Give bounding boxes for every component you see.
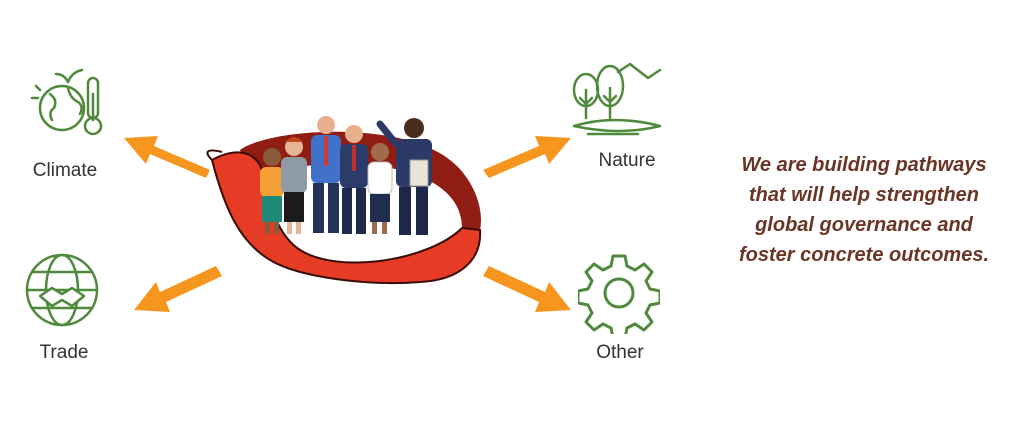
people-ribbon-illustration xyxy=(206,116,482,285)
nature-label: Nature xyxy=(598,150,656,171)
climate-icon xyxy=(30,68,103,136)
trade-icon xyxy=(25,253,99,327)
gear-icon xyxy=(578,254,660,334)
arrow-to-other xyxy=(483,266,571,312)
other-label: Other xyxy=(596,342,644,363)
tagline-line-4: foster concrete outcomes. xyxy=(738,244,990,266)
tagline: We are building pathways that will help … xyxy=(718,150,1010,270)
tagline-line-3: global governance and xyxy=(755,214,973,236)
arrow-to-trade xyxy=(134,266,222,312)
arrow-to-climate xyxy=(124,136,210,178)
nature-icon xyxy=(572,62,662,136)
arrow-to-nature xyxy=(483,136,571,178)
tagline-line-2: that will help strengthen xyxy=(748,184,979,206)
trade-label: Trade xyxy=(39,342,89,363)
tagline-line-1: We are building pathways xyxy=(741,154,987,176)
climate-label: Climate xyxy=(32,160,98,181)
